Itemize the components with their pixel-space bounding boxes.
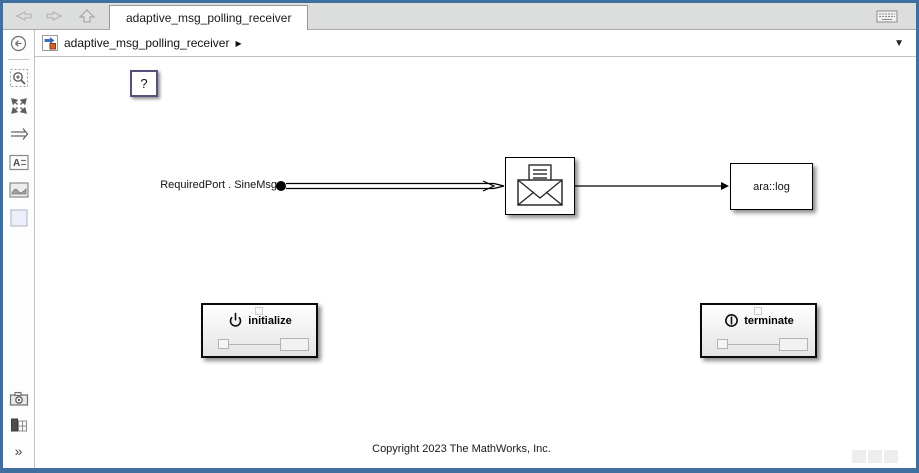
- mini-wire: [728, 344, 779, 345]
- up-to-parent-button[interactable]: [75, 6, 99, 26]
- mini-event-port: [754, 307, 762, 315]
- up-arrow-icon: [78, 9, 96, 23]
- ara-log-block[interactable]: ara::log: [730, 163, 813, 210]
- expand-palette-button[interactable]: »: [8, 440, 30, 462]
- copyright-annotation: Copyright 2023 The MathWorks, Inc.: [372, 443, 551, 455]
- back-button[interactable]: [11, 6, 35, 26]
- corner-widget-segment: [852, 450, 866, 463]
- image-viewmark-button[interactable]: [8, 179, 30, 201]
- breadcrumb-dropdown-arrow[interactable]: ▼: [894, 37, 904, 49]
- canvas-corner-widget[interactable]: [852, 450, 898, 463]
- image-wave-icon: [8, 182, 29, 198]
- mini-source-block: [717, 339, 728, 349]
- mini-event-port: [255, 307, 263, 315]
- palette-divider: [7, 59, 30, 60]
- mini-target-block: [280, 338, 309, 351]
- corner-widget-segment: [884, 450, 898, 463]
- corner-widget-segment: [868, 450, 882, 463]
- open-envelope-icon: [517, 164, 563, 206]
- tab-bar: adaptive_msg_polling_receiver: [3, 3, 916, 30]
- keyboard-icon: [876, 10, 898, 22]
- mini-source-block: [218, 339, 229, 349]
- back-arrow-icon: [15, 11, 32, 21]
- viewmark-square-button[interactable]: [8, 207, 30, 229]
- breadcrumb-caret[interactable]: ▶: [235, 38, 242, 48]
- mini-wire: [229, 344, 280, 345]
- viewmark-square-icon: [9, 209, 28, 227]
- model-badge-icon: [42, 35, 58, 51]
- required-port-label[interactable]: RequiredPort . SineMsg: [160, 179, 277, 191]
- model-tab-label: adaptive_msg_polling_receiver: [126, 10, 292, 25]
- forward-arrow-icon: [46, 11, 63, 21]
- hide-explorer-bar-button[interactable]: [8, 33, 30, 55]
- annotation-icon: A: [8, 154, 29, 170]
- expand-chevrons-glyph: »: [14, 443, 23, 459]
- terminate-subsystem-block[interactable]: terminate: [700, 303, 817, 358]
- initialize-subsystem-block[interactable]: initialize: [201, 303, 318, 358]
- navigation-buttons: [3, 6, 109, 26]
- model-data-button[interactable]: [8, 414, 30, 436]
- fit-to-view-button[interactable]: [8, 95, 30, 117]
- zoom-to-region-icon: [9, 69, 28, 87]
- screenshot-camera-button[interactable]: [8, 388, 30, 410]
- signal-wires: [276, 180, 729, 192]
- svg-text:A: A: [13, 158, 20, 169]
- forward-button[interactable]: [43, 6, 67, 26]
- question-block-label: ?: [140, 76, 148, 91]
- question-block[interactable]: ?: [130, 70, 158, 97]
- power-icon: [229, 312, 242, 327]
- route-signals-button[interactable]: [8, 123, 30, 145]
- message-port-dot: [276, 181, 286, 191]
- model-tab[interactable]: adaptive_msg_polling_receiver: [109, 4, 309, 30]
- annotation-button[interactable]: A: [8, 151, 30, 173]
- hide-explorer-bar-icon: [10, 35, 27, 52]
- message-receive-block[interactable]: [505, 157, 575, 215]
- ara-log-label: ara::log: [753, 180, 790, 193]
- left-palette: A: [3, 30, 35, 468]
- model-canvas[interactable]: ? RequiredPort . SineMsg: [35, 57, 916, 468]
- fit-to-view-icon: [10, 98, 27, 114]
- initialize-label: initialize: [248, 314, 292, 327]
- breadcrumb: adaptive_msg_polling_receiver ▶ ▼: [35, 30, 916, 57]
- breadcrumb-model-name[interactable]: adaptive_msg_polling_receiver: [64, 36, 230, 50]
- terminate-label: terminate: [744, 314, 794, 327]
- zoom-to-region-button[interactable]: [8, 67, 30, 89]
- route-signals-icon: [10, 128, 28, 140]
- terminate-icon: [725, 314, 739, 327]
- mini-target-block: [779, 338, 808, 351]
- keyboard-shortcuts-button[interactable]: [874, 7, 900, 25]
- model-data-icon: [10, 418, 27, 432]
- camera-icon: [9, 391, 28, 406]
